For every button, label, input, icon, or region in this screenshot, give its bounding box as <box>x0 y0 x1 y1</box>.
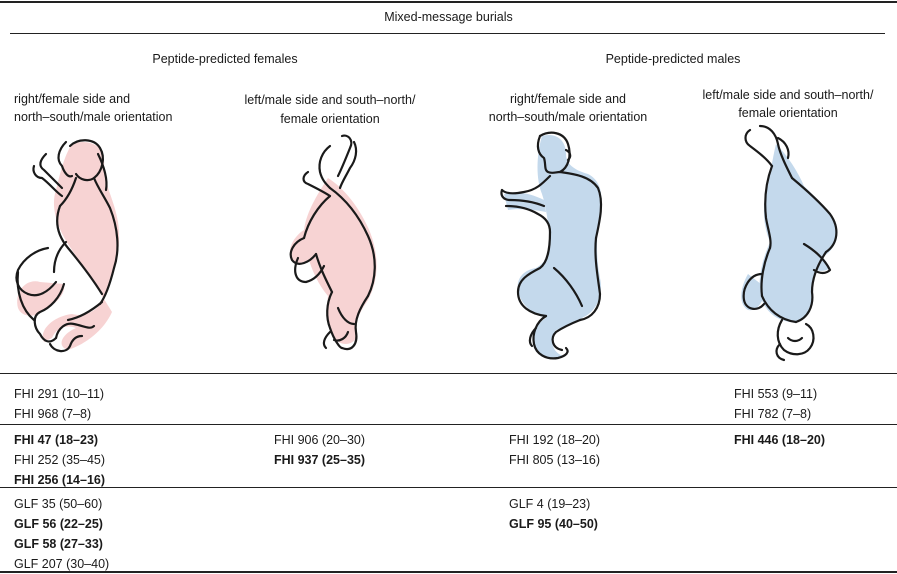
column-header-3-line-2: north–south/male orientation <box>488 110 648 124</box>
burial-entry: GLF 56 (22–25) <box>14 517 103 531</box>
title-rule <box>10 33 885 34</box>
cell-r2-c4: FHI 446 (18–20) <box>734 430 825 450</box>
burial-entry: FHI 252 (35–45) <box>14 453 106 467</box>
column-header-1-line-1: right/female side and <box>14 92 131 106</box>
burial-entry: GLF 58 (27–33) <box>14 537 103 551</box>
burial-entry: FHI 805 (13–16) <box>509 453 601 467</box>
cell-r1-c4: FHI 553 (9–11) FHI 782 (7–8) <box>734 384 817 424</box>
burial-entry: FHI 937 (25–35) <box>274 453 366 467</box>
burial-entry: FHI 782 (7–8) <box>734 407 812 421</box>
burial-entry: FHI 906 (20–30) <box>274 433 366 447</box>
row-rule-1 <box>0 424 897 425</box>
header-rule <box>0 373 897 374</box>
group-header-males: Peptide-predicted males <box>605 52 741 66</box>
burial-entry: FHI 968 (7–8) <box>14 407 92 421</box>
burial-entry: GLF 95 (40–50) <box>509 517 598 531</box>
cell-r2-c2: FHI 906 (20–30) FHI 937 (25–35) <box>274 430 365 470</box>
cell-r1-c1: FHI 291 (10–11) FHI 968 (7–8) <box>14 384 104 424</box>
burial-entry: FHI 446 (18–20) <box>734 433 826 447</box>
burial-entry: FHI 291 (10–11) <box>14 387 105 401</box>
column-header-4-line-1: left/male side and south–north/ <box>702 88 874 102</box>
burial-entry: GLF 35 (50–60) <box>14 497 103 511</box>
female-left-side-figure <box>289 134 377 351</box>
male-left-side-figure <box>741 124 838 362</box>
cell-r3-c1: GLF 35 (50–60) GLF 56 (22–25) GLF 58 (27–3… <box>14 494 109 574</box>
column-header-4-line-2: female orientation <box>738 106 838 120</box>
burial-entry: GLF 207 (30–40) <box>14 557 110 571</box>
column-header-1-line-2: north–south/male orientation <box>14 110 173 124</box>
female-right-side-figure <box>15 139 120 353</box>
group-header-females: Peptide-predicted females <box>152 52 298 66</box>
cell-r2-c3: FHI 192 (18–20) FHI 805 (13–16) <box>509 430 600 470</box>
bottom-rule <box>0 571 897 573</box>
column-header-2-line-2: female orientation <box>280 112 380 126</box>
male-right-side-figure <box>500 131 603 360</box>
column-header-2-line-1: left/male side and south–north/ <box>244 93 416 107</box>
burial-entry: GLF 4 (19–23) <box>509 497 591 511</box>
burial-entry: FHI 192 (18–20) <box>509 433 601 447</box>
row-rule-2 <box>0 487 897 488</box>
burial-entry: FHI 47 (18–23) <box>14 433 99 447</box>
burial-entry: FHI 553 (9–11) <box>734 387 818 401</box>
top-rule <box>0 1 897 3</box>
column-header-3-line-1: right/female side and <box>509 92 627 106</box>
cell-r3-c3: GLF 4 (19–23) GLF 95 (40–50) <box>509 494 598 534</box>
cell-r2-c1: FHI 47 (18–23) FHI 252 (35–45) FHI 256 (14… <box>14 430 105 490</box>
burial-entry: FHI 256 (14–16) <box>14 473 106 487</box>
table-title: Mixed-message burials <box>384 10 513 24</box>
